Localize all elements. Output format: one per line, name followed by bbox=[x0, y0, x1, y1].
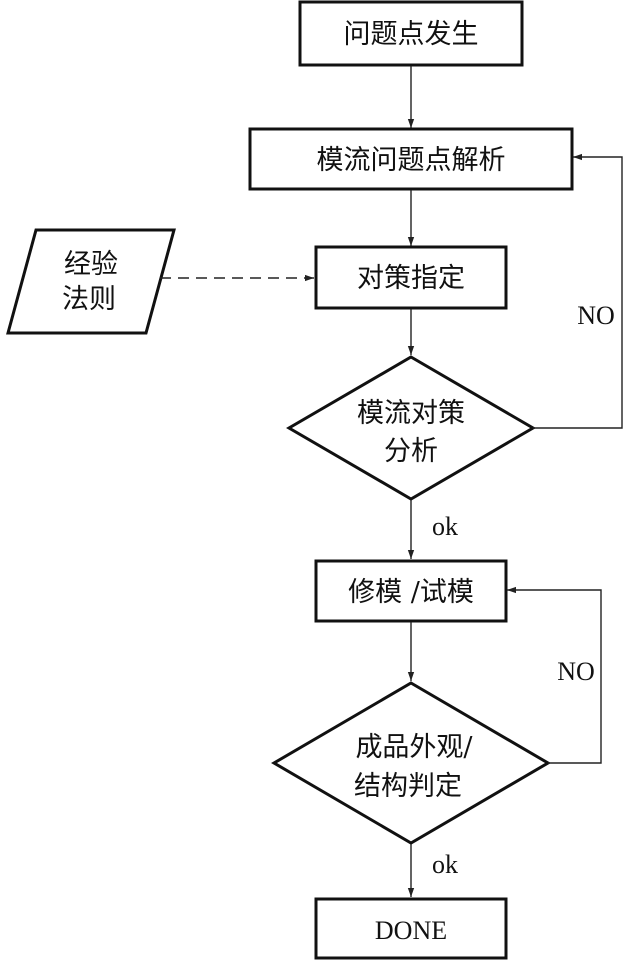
node-done: DONE bbox=[314, 897, 508, 960]
node-mold-modify-label: 修模 /试模 bbox=[348, 577, 474, 608]
node-experience-rules-line2: 法则 bbox=[62, 284, 116, 315]
edge-label-no-1: NO bbox=[577, 301, 615, 330]
edge-check-no-loop bbox=[533, 153, 623, 429]
node-mold-flow-analysis: 模流问题点解析 bbox=[248, 127, 574, 191]
node-issue-occurs-label: 问题点发生 bbox=[344, 19, 479, 50]
node-issue-occurs: 问题点发生 bbox=[298, 0, 524, 67]
node-appearance-check: 成品外观/ 结构判定 bbox=[271, 681, 551, 845]
node-countermeasure-check: 模流对策 分析 bbox=[286, 355, 536, 501]
node-appearance-check-line2: 结构判定 bbox=[354, 771, 462, 802]
node-experience-rules-line1: 经验 bbox=[64, 249, 118, 280]
node-countermeasure-check-line1: 模流对策 bbox=[357, 398, 465, 429]
edge-appearance-no-loop bbox=[507, 586, 602, 764]
edge-label-ok-2: ok bbox=[432, 850, 458, 879]
node-mold-flow-analysis-label: 模流问题点解析 bbox=[317, 145, 506, 176]
node-countermeasure-assign: 对策指定 bbox=[314, 245, 508, 310]
node-countermeasure-check-line2: 分析 bbox=[384, 436, 438, 467]
edge-label-ok-1: ok bbox=[432, 512, 458, 541]
node-countermeasure-assign-label: 对策指定 bbox=[357, 263, 465, 294]
node-experience-rules: 经验 法则 bbox=[6, 228, 176, 335]
node-appearance-check-line1: 成品外观/ bbox=[355, 732, 473, 763]
node-mold-modify: 修模 /试模 bbox=[314, 559, 508, 623]
edge-label-no-2: NO bbox=[557, 657, 595, 686]
node-done-label: DONE bbox=[375, 916, 447, 945]
